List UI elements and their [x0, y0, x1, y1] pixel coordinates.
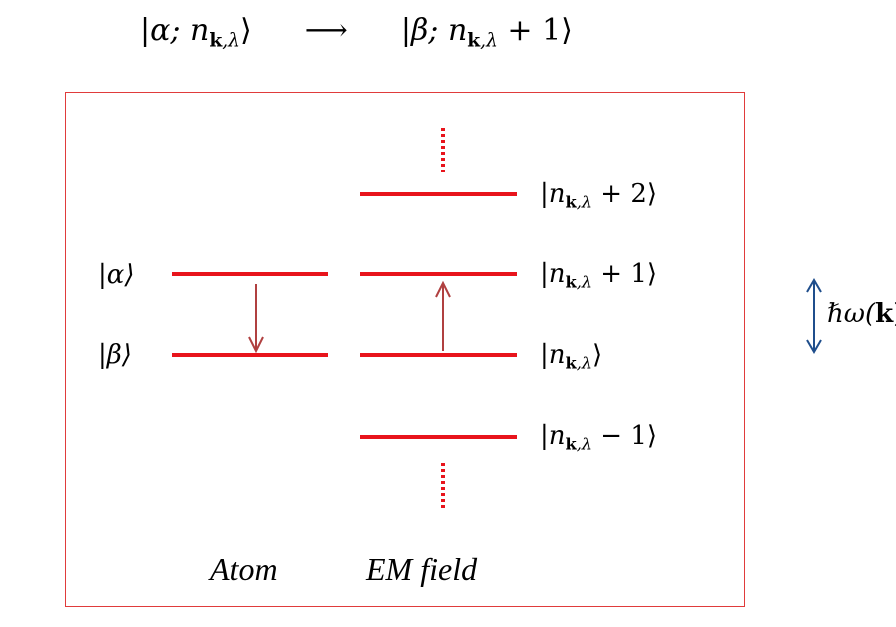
atom-lower-level: [172, 353, 328, 357]
field-label-n: |nk,λ⟩: [540, 340, 603, 373]
field-level-minus1: [360, 435, 517, 439]
atom-upper-level: [172, 272, 328, 276]
atom-upper-label: |α⟩: [98, 260, 135, 290]
field-level-plus2: [360, 192, 517, 196]
field-level-n: [360, 353, 517, 357]
field-ellipsis-top: [441, 128, 445, 172]
diagram-frame: [65, 92, 745, 607]
field-label-plus1: |nk,λ + 1⟩: [540, 259, 658, 292]
field-label-plus2: |nk,λ + 2⟩: [540, 179, 658, 212]
atom-caption: Atom: [210, 551, 278, 587]
transition-equation: |α; nk,λ⟩ ⟶ |β; nk,λ + 1⟩: [140, 16, 573, 51]
field-absorption-arrow: [435, 280, 451, 351]
initial-state: |α; nk,λ⟩: [140, 13, 252, 52]
atom-emission-arrow: [248, 284, 264, 354]
field-level-plus1: [360, 272, 517, 276]
field-caption: EM field: [366, 551, 478, 587]
field-label-minus1: |nk,λ − 1⟩: [540, 421, 658, 454]
energy-spacing-arrow: [806, 278, 822, 354]
field-ellipsis-bottom: [441, 463, 445, 509]
energy-label: ℏω(k): [827, 299, 896, 329]
atom-lower-label: |β⟩: [98, 340, 132, 370]
final-state: |β; nk,λ + 1⟩: [400, 13, 573, 52]
transition-arrow: ⟶: [304, 13, 348, 48]
